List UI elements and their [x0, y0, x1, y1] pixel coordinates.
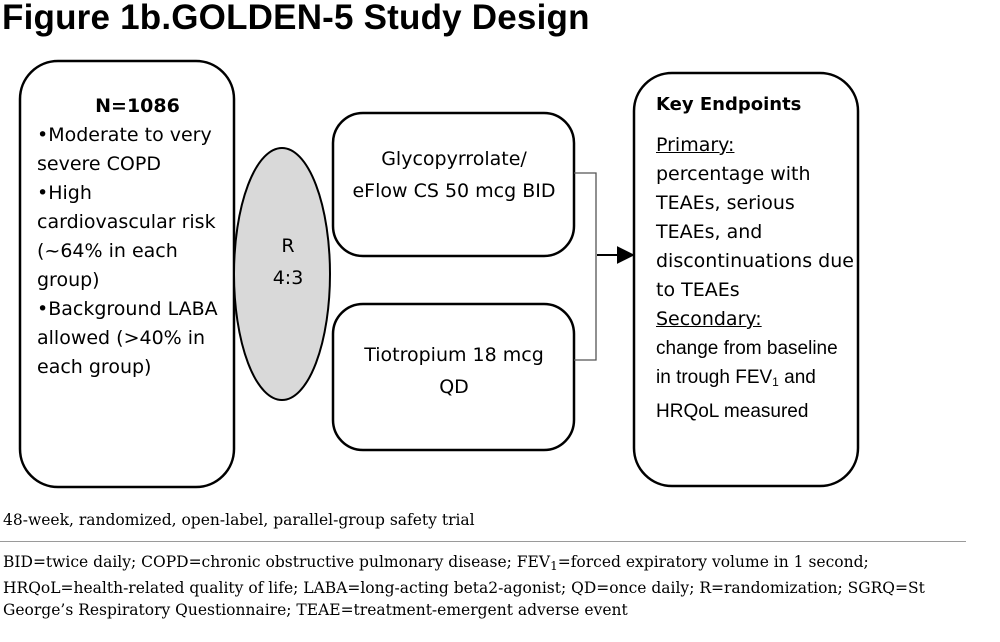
arm-line: Tiotropium 18 mcg — [364, 344, 544, 366]
footnote-part: BID=twice daily; COPD=chronic obstructiv… — [3, 553, 551, 571]
fev-subscript: 1 — [772, 375, 779, 389]
arm-line: eFlow CS 50 mcg BID — [352, 180, 556, 202]
arm-glycopyrrolate-text: Glycopyrrolate/ eFlow CS 50 mcg BID — [336, 143, 572, 207]
randomization-text: R 4:3 — [238, 230, 338, 294]
study-design-diagram — [18, 59, 860, 489]
arm-tiotropium-text: Tiotropium 18 mcg QD — [336, 339, 572, 403]
endpoints-text: Key Endpoints Primary: percentage with T… — [656, 90, 856, 426]
randomization-label: R — [281, 235, 295, 257]
bullet-marker: • — [37, 124, 49, 146]
secondary-label: Secondary: — [656, 308, 762, 330]
population-bullet: •High cardiovascular risk (~64% in each … — [37, 179, 232, 295]
arm-box-tiotropium — [331, 302, 576, 452]
endpoints-box — [632, 71, 860, 488]
bullet-text-cv-risk: High cardiovascular risk (~64% in each g… — [37, 182, 216, 291]
secondary-text-part: and HRQoL measured — [656, 367, 816, 422]
bullet-marker: • — [37, 182, 49, 204]
primary-label: Primary: — [656, 134, 735, 156]
abbreviations-footnote: BID=twice daily; COPD=chronic obstructiv… — [3, 551, 993, 621]
population-text: N=1086 •Moderate to very severe COPD •Hi… — [37, 92, 232, 382]
bullet-text-copd: Moderate to very severe COPD — [37, 124, 212, 175]
arm-line: Glycopyrrolate/ — [381, 148, 527, 170]
divider — [0, 541, 966, 542]
population-bullet: •Moderate to very severe COPD — [37, 121, 232, 179]
arm-box-glycopyrrolate — [331, 111, 576, 258]
bracket-connector — [574, 172, 597, 361]
population-bullet: •Background LABA allowed (>40% in each g… — [37, 295, 232, 382]
randomization-ellipse — [233, 147, 331, 401]
secondary-text-part: change from baseline in trough FEV — [656, 338, 838, 388]
primary-text: percentage with TEAEs, serious TEAEs, an… — [656, 163, 854, 301]
randomization-ratio: 4:3 — [272, 267, 304, 289]
figure-title: Figure 1b.GOLDEN-5 Study Design — [2, 0, 590, 37]
footnote-part: =forced expiratory volume in 1 second; H… — [3, 553, 925, 619]
endpoints-heading: Key Endpoints — [656, 94, 802, 115]
bullet-marker: • — [37, 298, 49, 320]
bullet-text-laba: Background LABA allowed (>40% in each gr… — [37, 298, 218, 378]
arm-line: QD — [439, 376, 469, 398]
secondary-text: change from baseline in trough FEV1 and … — [656, 334, 856, 426]
population-heading: N=1086 — [95, 95, 180, 117]
design-note: 48-week, randomized, open-label, paralle… — [3, 511, 475, 529]
footnote-subscript: 1 — [550, 559, 558, 573]
